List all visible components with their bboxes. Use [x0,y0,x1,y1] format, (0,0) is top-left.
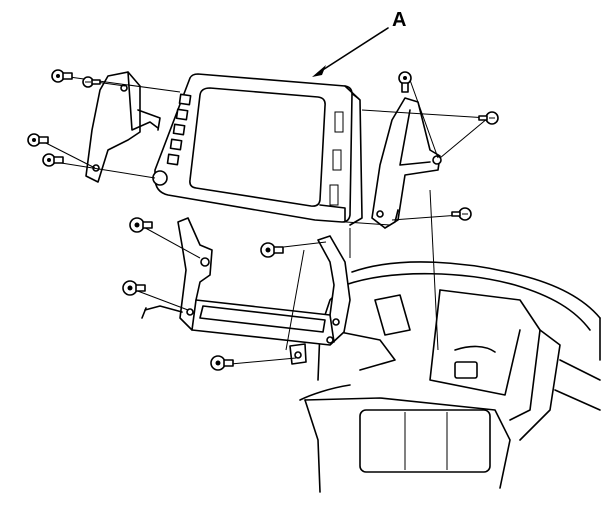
callout-label: A [392,9,406,31]
screw-icon [478,111,499,125]
callout-a: A [312,9,406,77]
left-side-bracket [85,71,161,183]
bolt-icon [42,153,64,167]
bolt-icon [51,69,73,83]
screw-icon [451,207,472,221]
bolt-icon [122,280,146,296]
callout-arrowhead [312,65,326,77]
navigation-display-unit [152,73,363,226]
callout-leader-line [317,27,389,74]
dashboard-panel [299,261,601,493]
right-side-bracket [371,97,442,229]
bolt-icon [260,242,284,258]
bolt-icon [398,71,412,93]
bolt-icon [129,217,153,233]
bolt-icon [210,355,234,371]
lower-mounting-bracket [141,217,351,365]
bolt-icon [27,133,49,147]
screw-icon [82,76,101,88]
